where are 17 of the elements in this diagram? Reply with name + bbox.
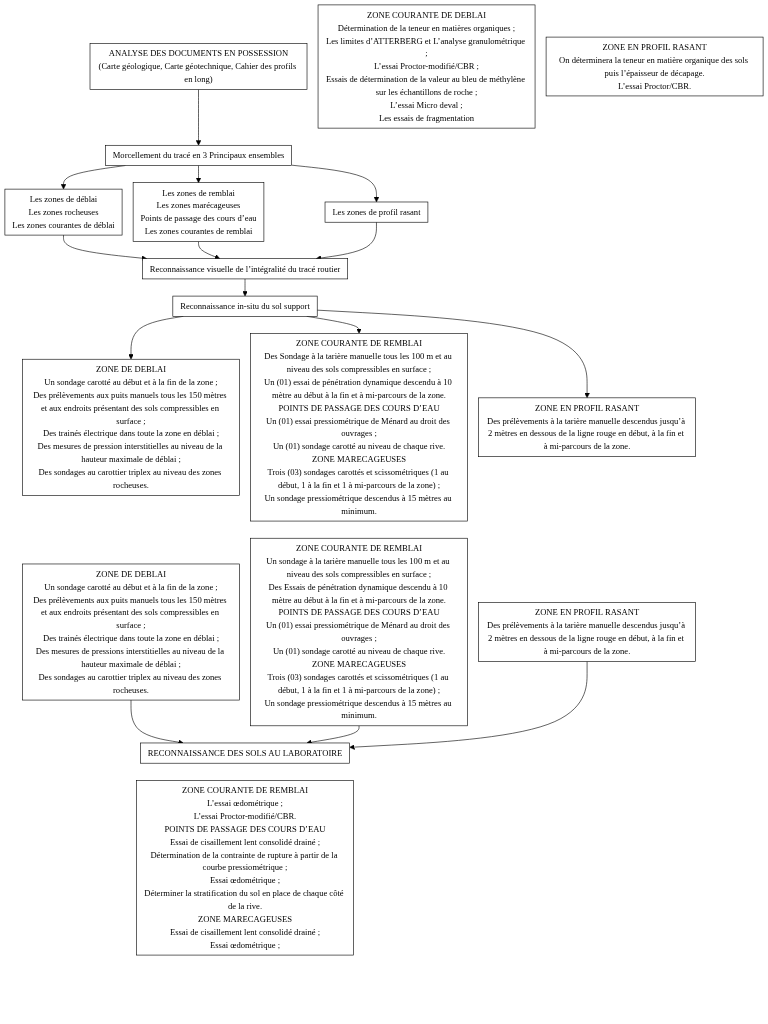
node-box: ZONE COURANTE DE DEBLAI Détermination de la teneur en matières organiques ; Les limites d’ATTERBERG et L’analyse granulométrique ; L’essai Proctor-modifié/CBR ; Essais de détermination de la valeur au bleu de méthylène sur les échantillons de roche ; L’essai Micro deval ; Les essais de fragmentation	[317, 4, 536, 129]
node-box: Les zones de profil rasant	[324, 201, 429, 223]
node-box: ZONE EN PROFIL RASANT On déterminera la teneur en matière organique des sols puis l’épaisseur de décapage. L’essai Proctor/CBR.	[545, 36, 764, 97]
node-box: Les zones de remblai Les zones marécageuses Points de passage des cours d’eau Les zones courantes de remblai	[132, 182, 265, 242]
node-box: Morcellement du tracé en 3 Principaux ensembles	[105, 144, 292, 166]
node-box: RECONNAISSANCE DES SOLS AU LABORATOIRE	[140, 742, 350, 764]
node-box: Reconnaissance in-situ du sol support	[172, 295, 318, 317]
node-box: ZONE DE DEBLAI Un sondage carotté au début et à la fin de la zone ; Des prélèvements aux puits manuels tous les 150 mètres et aux endroits présentant des sols compressibles en surface ; Des trainés électrique dans toute la zone en déblai ; Des mesures de pressions interstitielles au niveau de la hauteur maximale de déblai ; Des sondages au carottier triplex au niveau des zones rocheuses.	[22, 563, 240, 701]
node-box: ZONE COURANTE DE REMBLAI Un sondage à la tarière manuelle tous les 100 m et au niveau des sols compressibles en surface ; Des Essais de pénétration dynamique descendu à 10 mètre au début à la fin et à mi-parcours de la zone. POINTS DE PASSAGE DES COURS D’EAU Un (01) essai pressiométrique de Ménard au droit des ouvrages ; Un (01) sondage carotté au niveau de chaque rive. ZONE MARECAGEUSES Trois (03) sondages carottés et scissométriques (1 au début, 1 à la fin et 1 à mi-parcours de la zone) ; Un sondage pressiométrique descendus à 15 mètres au minimum.	[250, 537, 468, 727]
node-box: ZONE DE DEBLAI Un sondage carotté au début et à la fin de la zone ; Des prélèvements aux puits manuels tous les 150 mètres et aux endroits présentant des sols compressibles en surface ; Des trainés électrique dans toute la zone en déblai ; Des mesures de pression interstitielles au niveau de la hauteur maximale de déblai ; Des sondages au carottier triplex au niveau des zones rocheuses.	[22, 358, 240, 496]
node-box: ZONE EN PROFIL RASANT Des prélèvements à la tarière manuelle descendus jusqu’à 2 mètres en dessous de la ligne rouge en début, à la fin et à mi-parcours de la zone.	[478, 602, 696, 662]
node-box: Reconnaissance visuelle de l’intégralité du tracé routier	[142, 258, 348, 280]
node-box: Les zones de déblai Les zones rocheuses Les zones courantes de déblai	[4, 188, 123, 236]
node-box: ZONE COURANTE DE REMBLAI L’essai œdométrique ; L’essai Proctor-modifié/CBR. POINTS DE PASSAGE DES COURS D’EAU Essai de cisaillement lent consolidé drainé ; Détermination de la contrainte de rupture à partir de la courbe pressiométrique ; Essai œdométrique ; Déterminer la stratification du sol en place de chaque côté de la rive. ZONE MARECAGEUSES Essai de cisaillement lent consolidé drainé ; Essai œdométrique ;	[136, 780, 354, 956]
node-box: ZONE EN PROFIL RASANT Des prélèvements à la tarière manuelle descendus jusqu’à 2 mètres en dessous de la ligne rouge en début, à la fin et à mi-parcours de la zone.	[478, 397, 696, 457]
node-box: ZONE COURANTE DE REMBLAI Des Sondage à la tarière manuelle tous les 100 m et au niveau des sols compressibles en surface ; Un (01) essai de pénétration dynamique descendu à 10 mètre au début à la fin et à mi-parcours de la zone. POINTS DE PASSAGE DES COURS D’EAU Un (01) essai pressiométrique de Ménard au droit des ouvrages ; Un (01) sondage carotté au niveau de chaque rive. ZONE MARECAGEUSES Trois (03) sondages carottés et scissométriques (1 au début, 1 à la fin et 1 à mi-parcours de la zone) ; Un sondage pressiométrique descendus à 15 mètres au minimum.	[250, 333, 468, 522]
node-box: ANALYSE DES DOCUMENTS EN POSSESSION (Carte géologique, Carte géotechnique, Cahier des profils en long)	[89, 43, 308, 90]
